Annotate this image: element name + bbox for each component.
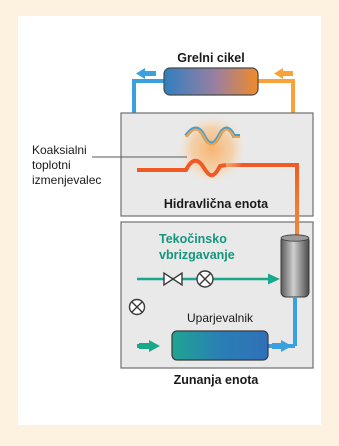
liquid-injection-line [137, 270, 280, 288]
coaxial-label-line3: izmenjevalec [32, 173, 101, 187]
evaporator-label: Uparjevalnik [187, 311, 254, 325]
compressor-body [280, 235, 310, 298]
compressor-top [280, 234, 310, 242]
valve-icon [163, 271, 183, 287]
compressor-icon [280, 234, 310, 346]
coaxial-water-coil-warm [185, 128, 240, 146]
heating-circuit-loop [132, 67, 295, 138]
coaxial-refrigerant-coil [137, 158, 227, 178]
coaxial-label-line1: Koaksialni [32, 143, 87, 157]
injection-label-line1: Tekočinsko [159, 232, 227, 246]
hydraulic-unit-label: Hidravlična enota [164, 197, 269, 211]
flow-arrow-icon [272, 340, 292, 352]
hot-gas-pipe [226, 163, 299, 240]
evaporator-box [171, 330, 269, 361]
expansion-valve-icon [196, 270, 214, 288]
flow-arrow-icon [136, 68, 156, 79]
coaxial-label-line2: toplotni [32, 158, 71, 172]
flow-arrow-icon [274, 68, 293, 79]
heat-glow [178, 115, 246, 183]
outdoor-unit-label: Zunanja enota [174, 373, 260, 387]
injection-label-line2: vbrizgavanje [159, 248, 235, 262]
heating-circuit-label: Grelni cikel [177, 51, 244, 65]
flow-arrow-icon [268, 273, 280, 285]
heating-circuit-box [163, 67, 259, 96]
flow-arrow-icon [139, 340, 160, 352]
expansion-valve-icon [128, 298, 146, 316]
heat-exchanger-icon [137, 115, 246, 183]
evaporator [137, 330, 295, 361]
